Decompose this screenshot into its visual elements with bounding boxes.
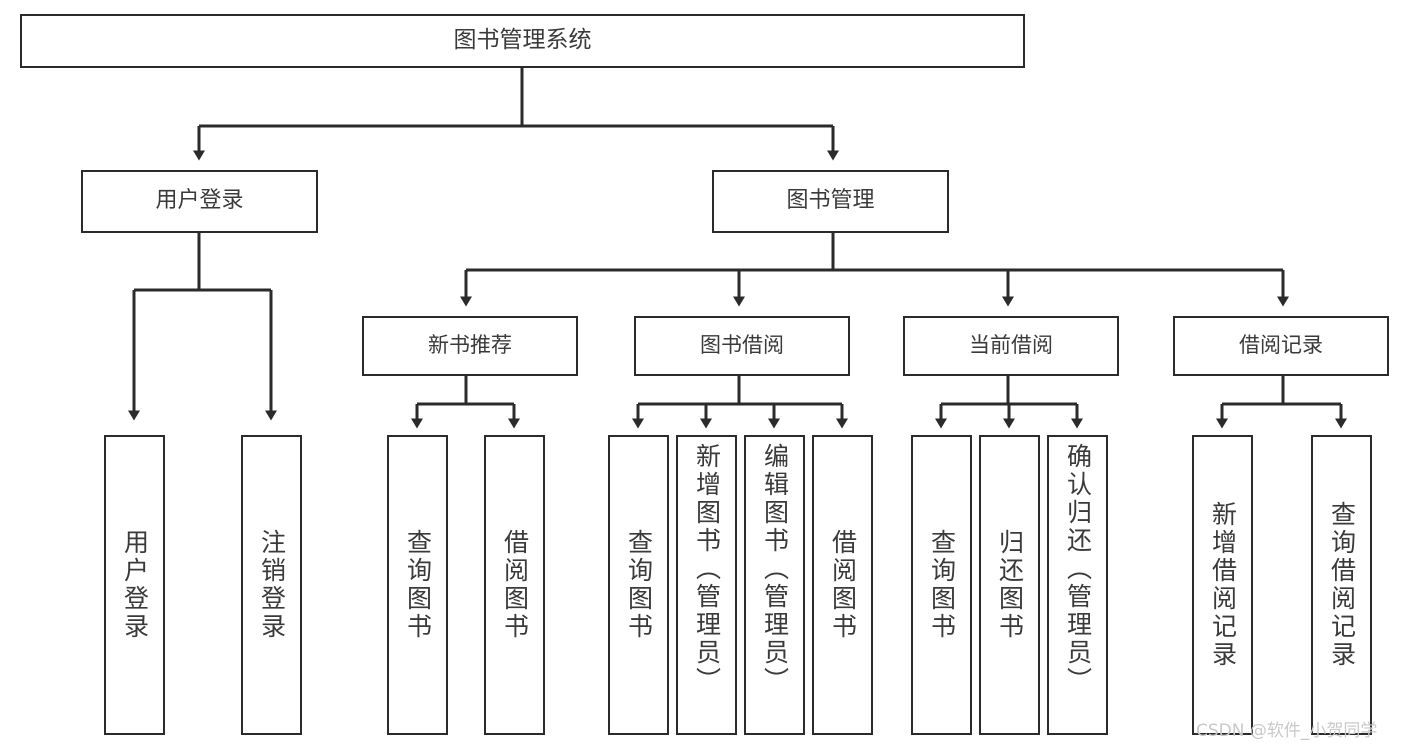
leaf-book-borrow-query[interactable]: 查询图书 — [608, 435, 669, 735]
leaf-new-book-query-label: 查询图书 — [403, 529, 433, 641]
leaf-book-edit-admin[interactable]: 编辑图书（管理员） — [744, 435, 805, 735]
node-new-book-recommend-label: 新书推荐 — [428, 333, 512, 358]
node-user-login-label: 用户登录 — [155, 188, 244, 214]
node-book-borrow[interactable]: 图书借阅 — [634, 316, 850, 376]
leaf-book-borrow-query-label: 查询图书 — [624, 529, 654, 641]
leaf-current-borrow-confirm-admin[interactable]: 确认归还（管理员） — [1047, 435, 1108, 735]
leaf-current-borrow-return[interactable]: 归还图书 — [979, 435, 1040, 735]
leaf-book-borrow-action[interactable]: 借阅图书 — [812, 435, 873, 735]
leaf-new-book-query[interactable]: 查询图书 — [387, 435, 448, 735]
leaf-borrow-record-query[interactable]: 查询借阅记录 — [1311, 435, 1372, 735]
node-current-borrow-label: 当前借阅 — [969, 333, 1053, 358]
leaf-book-add-admin-label: 新增图书（管理员） — [692, 443, 722, 695]
leaf-borrow-record-add-label: 新增借阅记录 — [1208, 501, 1238, 669]
node-book-management-label: 图书管理 — [786, 188, 875, 214]
leaf-book-borrow-action-label: 借阅图书 — [828, 529, 858, 641]
leaf-current-borrow-confirm-admin-label: 确认归还（管理员） — [1063, 443, 1093, 695]
leaf-new-book-borrow[interactable]: 借阅图书 — [484, 435, 545, 735]
node-book-management[interactable]: 图书管理 — [712, 170, 949, 233]
node-borrow-record-label: 借阅记录 — [1239, 333, 1323, 358]
leaf-user-login-signout-label: 注销登录 — [257, 529, 287, 641]
node-root-system[interactable]: 图书管理系统 — [20, 14, 1025, 68]
leaf-user-login-signin-label: 用户登录 — [120, 529, 150, 641]
leaf-current-borrow-query-label: 查询图书 — [927, 529, 957, 641]
leaf-new-book-borrow-label: 借阅图书 — [500, 529, 530, 641]
node-new-book-recommend[interactable]: 新书推荐 — [362, 316, 578, 376]
leaf-user-login-signin[interactable]: 用户登录 — [104, 435, 165, 735]
leaf-current-borrow-query[interactable]: 查询图书 — [911, 435, 972, 735]
leaf-borrow-record-add[interactable]: 新增借阅记录 — [1192, 435, 1253, 735]
node-borrow-record[interactable]: 借阅记录 — [1173, 316, 1389, 376]
leaf-user-login-signout[interactable]: 注销登录 — [241, 435, 302, 735]
node-book-borrow-label: 图书借阅 — [700, 333, 784, 358]
leaf-book-edit-admin-label: 编辑图书（管理员） — [760, 443, 790, 695]
leaf-book-add-admin[interactable]: 新增图书（管理员） — [676, 435, 737, 735]
node-root-system-label: 图书管理系统 — [453, 27, 592, 54]
csdn-watermark: CSDN @软件_小贺同学 — [1196, 721, 1378, 741]
node-user-login[interactable]: 用户登录 — [81, 170, 318, 233]
leaf-borrow-record-query-label: 查询借阅记录 — [1327, 501, 1357, 669]
leaf-current-borrow-return-label: 归还图书 — [995, 529, 1025, 641]
node-current-borrow[interactable]: 当前借阅 — [903, 316, 1119, 376]
